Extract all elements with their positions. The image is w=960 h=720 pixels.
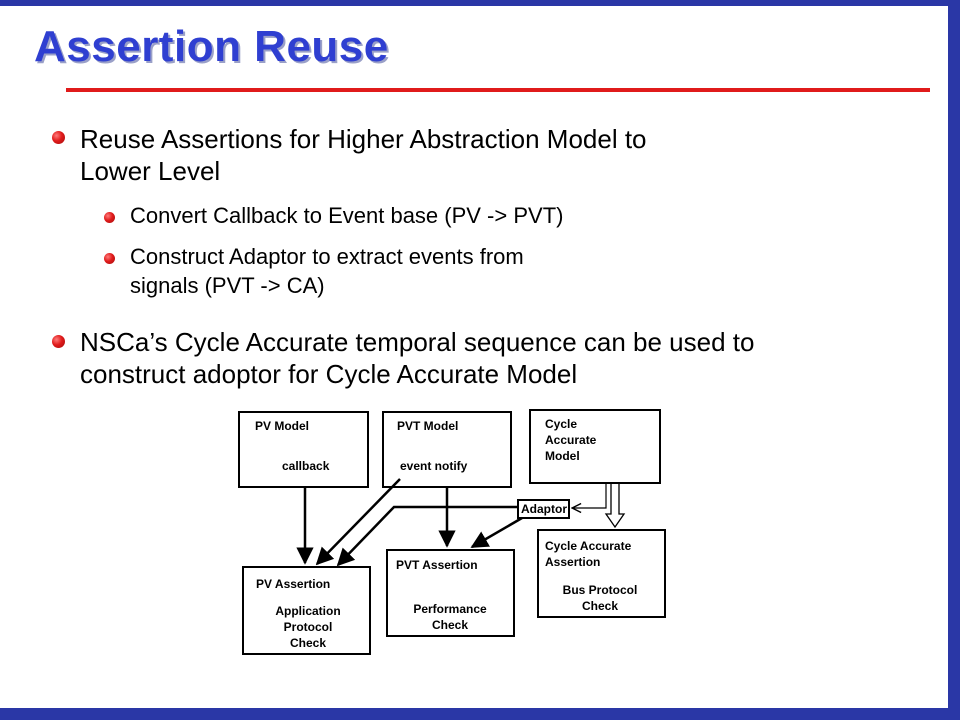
ca-model-title-line-2: Accurate (545, 433, 597, 447)
pvt-model-body: event notify (400, 459, 468, 473)
bullet-1-line-1: Reuse Assertions for Higher Abstraction … (80, 124, 647, 154)
adaptor-box (517, 499, 570, 519)
sub-bullet-dot (104, 212, 115, 223)
pvt-assertion-box (386, 549, 515, 637)
frame-bottom-bar (0, 708, 960, 720)
bullet-1-line-2: Lower Level (80, 156, 221, 186)
ca-assertion-body-2: Check (582, 599, 618, 613)
block-arrow-ca-model-to-ca-assertion (604, 484, 626, 529)
bullet-dot (52, 131, 65, 144)
ca-assertion-title-2: Assertion (545, 555, 600, 569)
frame-top-bar (0, 0, 960, 6)
title-underline (66, 88, 930, 92)
pvt-assertion-body-1: Performance (413, 602, 487, 616)
ca-assertion-body-1: Bus Protocol (563, 583, 638, 597)
ca-model-title-line-1: Cycle (545, 417, 577, 431)
pvt-model-box (382, 411, 512, 488)
ca-assertion-title-1: Cycle Accurate (545, 539, 632, 553)
bullet-dot (52, 335, 65, 348)
sub-bullet-2-line-1: Construct Adaptor to extract events from (130, 244, 524, 269)
pvt-assertion-title: PVT Assertion (396, 558, 478, 572)
sub-bullet-1-line-1: Convert Callback to Event base (PV -> PV… (130, 203, 564, 228)
pv-assertion-body-3: Check (290, 636, 326, 650)
ca-model-title-line-3: Model (545, 449, 580, 463)
bullet-2-line-2: construct adoptor for Cycle Accurate Mod… (80, 359, 578, 389)
arrow-ca-model-to-adaptor (573, 484, 607, 508)
bullet-2-line-1: NSCa’s Cycle Accurate temporal sequence … (80, 327, 755, 357)
pv-model-title: PV Model (255, 419, 309, 433)
pvt-assertion-body-2: Check (432, 618, 468, 632)
arrow-pvt-model-to-pv-assertion (315, 478, 401, 566)
frame-right-bar (948, 0, 960, 720)
sub-bullet-dot (104, 253, 115, 264)
pv-model-box (238, 411, 369, 488)
slide-title: Assertion Reuse (34, 22, 389, 71)
ca-assertion-box (537, 529, 666, 618)
pv-model-body: callback (282, 459, 330, 473)
arrow-adaptor-to-pv-assertion (336, 505, 518, 567)
pv-assertion-box (242, 566, 371, 655)
adaptor-label: Adaptor (521, 502, 567, 516)
arrow-adaptor-to-pvt-assertion (470, 516, 523, 549)
pvt-model-title: PVT Model (397, 419, 458, 433)
pv-assertion-title: PV Assertion (256, 577, 330, 591)
cycle-accurate-model-box (529, 409, 661, 484)
pv-assertion-body-2: Protocol (284, 620, 333, 634)
pv-assertion-body-1: Application (275, 604, 340, 618)
sub-bullet-2-line-2: signals (PVT -> CA) (130, 273, 325, 298)
